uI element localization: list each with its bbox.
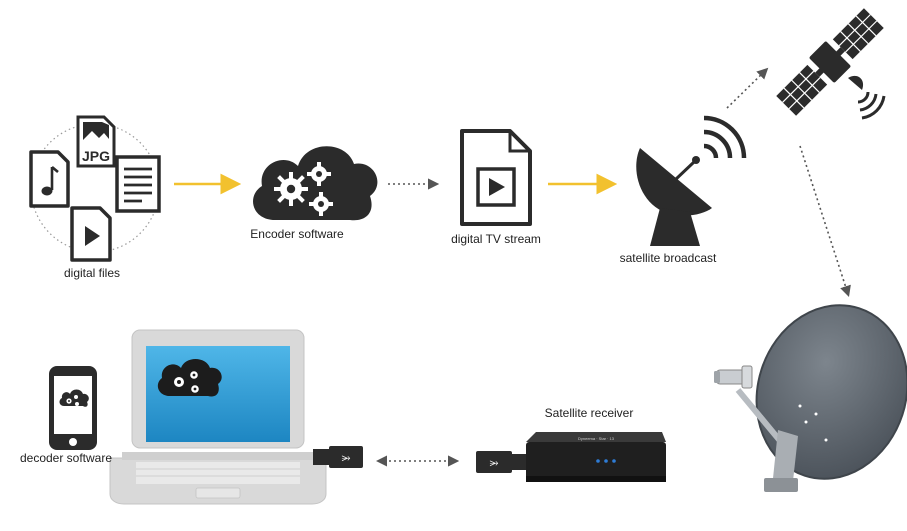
satellite-icon	[776, 8, 884, 116]
label-digital-tv-stream: digital TV stream	[451, 232, 541, 246]
video-file-icon	[70, 206, 112, 262]
usb-plug-right-icon: ⭃	[476, 451, 530, 473]
phone-icon	[49, 366, 97, 450]
label-decoder-software: decoder software	[19, 451, 113, 465]
arrow-satellite-to-dish	[799, 145, 851, 298]
arrow-broadcast-to-satellite	[726, 67, 769, 109]
encoder-cloud-icon	[253, 146, 378, 221]
usb-plug-left-icon: ⭃	[313, 446, 363, 468]
label-satellite-broadcast: satellite broadcast	[619, 251, 717, 265]
music-file-icon	[29, 150, 70, 208]
image-file-icon: JPG	[76, 115, 116, 168]
svg-text:⭃: ⭃	[342, 452, 351, 464]
svg-text:⭃: ⭃	[490, 457, 499, 469]
document-icon	[115, 155, 161, 213]
lnb-icon	[714, 365, 753, 389]
receiver-brand: Dyneema · Star · 13	[578, 436, 615, 441]
decoder-cloud-icon	[157, 359, 222, 397]
jpg-label: JPG	[82, 148, 110, 164]
satellite-receiver-icon: Dyneema · Star · 13	[526, 432, 666, 482]
label-digital-files: digital files	[63, 266, 121, 280]
laptop-icon	[109, 329, 327, 505]
label-encoder-software: Encoder software	[250, 227, 344, 241]
keyboard	[136, 462, 300, 484]
satellite-signal-icon	[848, 75, 886, 120]
video-stream-icon	[460, 129, 532, 226]
broadcast-dish-icon	[636, 115, 747, 246]
digital-files-icon: JPG	[29, 115, 161, 262]
receiving-dish-icon	[714, 304, 907, 492]
label-satellite-receiver: Satellite receiver	[544, 406, 634, 420]
